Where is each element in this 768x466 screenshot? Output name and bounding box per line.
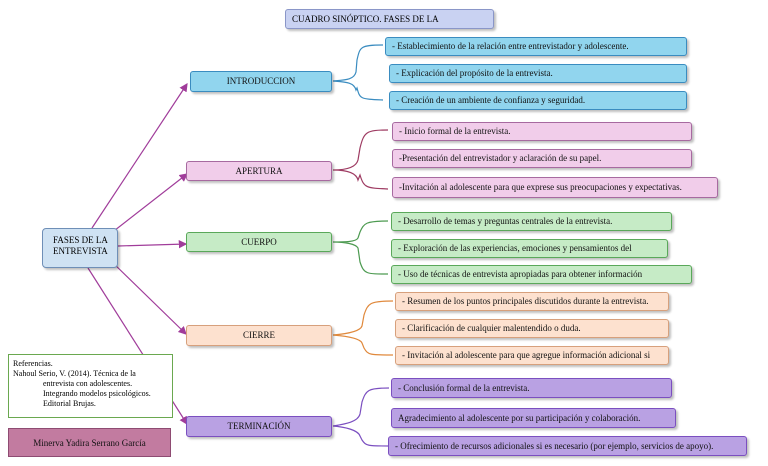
- references-box: Referencias. Nahoul Serio, V. (2014). Té…: [8, 354, 173, 418]
- terminacion-item: Agradecimiento al adolescente por su par…: [391, 408, 676, 428]
- phase-label: TERMINACIÓN: [227, 421, 291, 431]
- apertura-item: - Inicio formal de la entrevista.: [392, 122, 692, 141]
- apertura-item: -Invitación al adolescente para que expr…: [392, 177, 718, 198]
- phase-label: CUERPO: [241, 236, 277, 247]
- cuerpo-item: - Desarrollo de temas y preguntas centra…: [391, 212, 672, 231]
- diagram-title: CUADRO SINÓPTICO. FASES DE LA: [285, 9, 494, 29]
- apertura-item: -Presentación del entrevistador y aclara…: [392, 149, 692, 168]
- cuerpo-item: - Exploración de las experiencias, emoci…: [391, 239, 668, 258]
- phase-node-cierre: CIERRE: [186, 325, 332, 346]
- cuerpo-item: - Uso de técnicas de entrevista apropiad…: [391, 265, 692, 284]
- references-heading: Referencias.: [13, 359, 53, 368]
- phase-label: CIERRE: [242, 330, 275, 340]
- terminacion-item: - Conclusión formal de la entrevista.: [391, 378, 672, 398]
- reference-line: Nahoul Serio, V. (2014). Técnica de la: [13, 369, 136, 378]
- intro-item: - Establecimiento de la relación entre e…: [385, 37, 687, 56]
- intro-item: - Explicación del propósito de la entrev…: [389, 64, 687, 83]
- reference-line: Integrando modelos psicológicos.: [43, 389, 151, 398]
- author-box: Minerva Yadira Serrano García: [8, 428, 171, 457]
- phase-label: APERTURA: [235, 165, 283, 176]
- brace-connectors: [332, 44, 394, 447]
- reference-line: entrevista con adolescentes.: [43, 379, 133, 388]
- cierre-item: - Resumen de los puntos principales disc…: [395, 292, 669, 311]
- phase-node-introduccion: INTRODUCCION: [190, 71, 332, 92]
- root-node: FASES DE LA ENTREVISTA: [42, 228, 118, 268]
- terminacion-item: - Ofrecimiento de recursos adicionales s…: [388, 436, 747, 456]
- cierre-item: - Invitación al adolescente para que agr…: [395, 346, 669, 365]
- phase-node-apertura: APERTURA: [186, 161, 332, 181]
- phase-label: INTRODUCCION: [226, 76, 296, 86]
- reference-line: Editorial Brujas.: [43, 399, 96, 408]
- phase-node-terminacion: TERMINACIÓN: [186, 416, 332, 437]
- intro-item: - Creación de un ambiente de confianza y…: [389, 91, 687, 110]
- cierre-item: - Clarificación de cualquier malentendid…: [395, 319, 669, 338]
- phase-node-cuerpo: CUERPO: [186, 232, 332, 252]
